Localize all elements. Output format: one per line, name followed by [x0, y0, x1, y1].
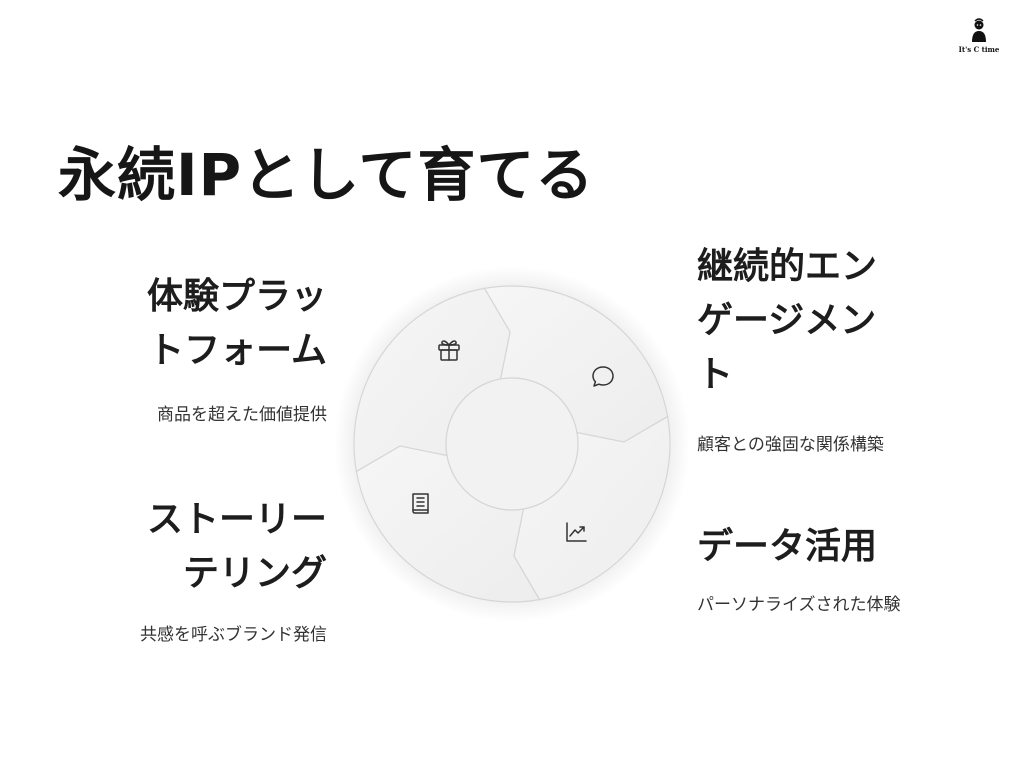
segment-heading-storytelling: ストーリー テリング [146, 499, 327, 594]
segment-subtitle-storytelling: 共感を呼ぶブランド発信 [140, 625, 327, 645]
segment-subtitle-engagement: 顧客との強固な関係構築 [697, 435, 884, 455]
logo-text: It's C time [958, 45, 1000, 54]
book-icon [412, 493, 429, 514]
mascot-icon [972, 18, 986, 42]
chat-bubble-icon [592, 366, 614, 387]
cycle-center [445, 377, 579, 511]
cycle-diagram [334, 266, 690, 622]
gift-icon [438, 340, 460, 361]
segment-subtitle-data: パーソナライズされた体験 [697, 595, 901, 615]
segment-heading-platform: 体験プラッ トフォーム [146, 276, 327, 371]
trend-chart-icon [566, 522, 587, 542]
segment-heading-data: データ活用 [697, 526, 878, 567]
segment-heading-engagement: 継続的エン ゲージメン ト [697, 246, 878, 395]
page-title: 永続IPとして育てる [58, 141, 595, 209]
segment-subtitle-platform: 商品を超えた価値提供 [157, 405, 327, 425]
brand-logo: It's C time [956, 18, 1002, 60]
